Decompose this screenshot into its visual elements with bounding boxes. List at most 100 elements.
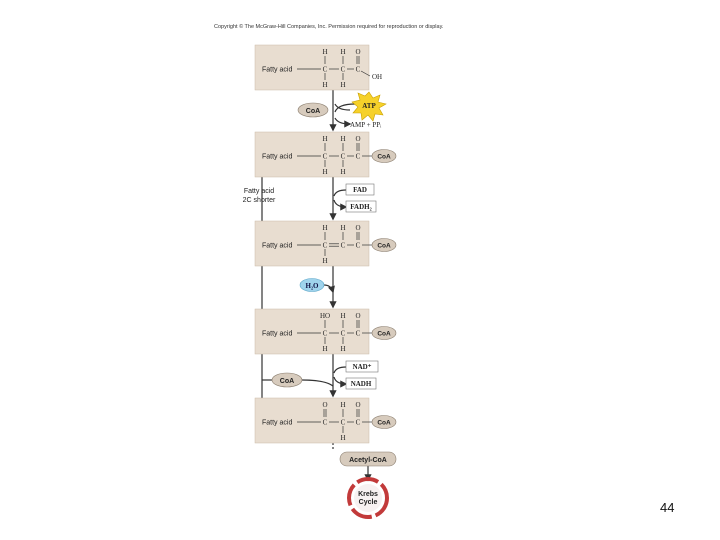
fatty-acid-label: Fatty acid [262, 67, 292, 74]
atom-bottom: H [322, 257, 327, 265]
coa-group-label: CoA [377, 154, 391, 161]
coa-group-pill [371, 326, 397, 340]
atom-bottom: H [340, 81, 345, 89]
atom-carbon: C [323, 330, 328, 338]
coa-pill-side-label: CoA [280, 378, 294, 385]
atom-bottom: H [340, 168, 345, 176]
atom-top: H [340, 401, 345, 409]
molecule-box-5: Fatty acid C C C O H O H CoA [254, 397, 397, 444]
atom-top: O [355, 401, 360, 409]
fadh2-out-arrow [333, 199, 348, 211]
fad-box: FAD [345, 183, 375, 196]
krebs-label-line1: Krebs [358, 491, 378, 498]
slide-number: 44 [660, 500, 675, 515]
fadh2-box: FADH₂ [345, 200, 377, 213]
h2o-pill: H₂O [299, 278, 325, 292]
fatty-acid-label: Fatty acid [262, 331, 292, 338]
fatty-acid-label: Fatty acid [262, 243, 292, 250]
atom-carbon: C [356, 66, 361, 74]
atom-bottom: H [322, 81, 327, 89]
nadh-out-arrow [333, 376, 348, 388]
atom-top: O [355, 224, 360, 232]
atom-bottom: H [340, 434, 345, 442]
loop-label-line1: Fatty acid [244, 188, 274, 195]
copyright-notice: Copyright © The McGraw-Hill Companies, I… [214, 24, 444, 30]
krebs-label-line2: Cycle [359, 499, 378, 506]
atom-top: H [340, 224, 345, 232]
molecule-box-bg [254, 44, 370, 91]
fad-in-arrow [333, 189, 347, 197]
atom-top: H [322, 135, 327, 143]
coa-group-label: CoA [377, 331, 391, 338]
atp-label: ATP [362, 102, 376, 110]
coa-group-pill [371, 238, 397, 252]
coa-pill-side: CoA [271, 372, 303, 388]
coa-group-label: CoA [377, 243, 391, 250]
molecule-box-bg [254, 220, 370, 267]
atom-carbon: C [323, 153, 328, 161]
nad-label: NAD⁺ [353, 363, 372, 371]
atom-carbon: C [356, 419, 361, 427]
nadh-label: NADH [351, 380, 372, 388]
bond [360, 70, 371, 77]
nad-in-arrow [333, 366, 347, 374]
atom-carbon: C [356, 153, 361, 161]
atom-bottom: H [340, 345, 345, 353]
atom-carbon: C [323, 242, 328, 250]
atom-carbon: C [341, 153, 346, 161]
molecule-box-bg [254, 397, 370, 444]
atom-top: O [355, 312, 360, 320]
atom-top: H [322, 224, 327, 232]
atom-carbon: C [341, 66, 346, 74]
nadh-box: NADH [345, 377, 377, 390]
atp-in-arrow [334, 103, 356, 113]
acetyl-coa-label: Acetyl-CoA [349, 457, 387, 464]
molecule-box-bg [254, 308, 370, 355]
amp-out-arrow [334, 117, 352, 128]
atom-bottom: H [322, 345, 327, 353]
atom-top: H [340, 135, 345, 143]
atom-top: H [340, 48, 345, 56]
fatty-acid-label: Fatty acid [262, 420, 292, 427]
atom-top: O [355, 48, 360, 56]
hydroxyl-group: OH [372, 73, 382, 81]
atom-top: H [322, 48, 327, 56]
loop-label-line2: 2C shorter [243, 197, 276, 204]
coa-group-label: CoA [377, 420, 391, 427]
fadh2-label: FADH₂ [350, 203, 371, 211]
amp-ppi-label: AMP + PPᵢ [350, 121, 382, 129]
atom-carbon: C [323, 66, 328, 74]
coa-pill-top: CoA [297, 102, 329, 118]
coa-pill-top-label: CoA [306, 108, 320, 115]
coa-group-pill [371, 415, 397, 429]
atom-carbon: C [356, 242, 361, 250]
krebs-cycle: Krebs Cycle [347, 477, 389, 519]
coa-group-pill [371, 149, 397, 163]
atp-burst: ATP [351, 91, 387, 122]
h2o-label: H₂O [306, 282, 320, 290]
recycle-loop [261, 151, 274, 427]
coa-side-in-arrow [301, 379, 334, 387]
atom-bottom: H [322, 168, 327, 176]
loop-label: Fatty acid 2C shorter [243, 188, 276, 204]
atom-carbon: C [323, 419, 328, 427]
atom-carbon: C [341, 242, 346, 250]
atom-carbon: C [341, 419, 346, 427]
nad-box: NAD⁺ [345, 360, 379, 373]
atom-top: O [355, 135, 360, 143]
atom-top: O [322, 401, 327, 409]
molecule-box-bg [254, 131, 370, 178]
atom-carbon: C [341, 330, 346, 338]
atom-top: H [340, 312, 345, 320]
atom-top: HO [320, 312, 330, 320]
fatty-acid-label: Fatty acid [262, 154, 292, 161]
fad-label: FAD [353, 186, 367, 194]
h2o-in-arrow [323, 284, 335, 294]
